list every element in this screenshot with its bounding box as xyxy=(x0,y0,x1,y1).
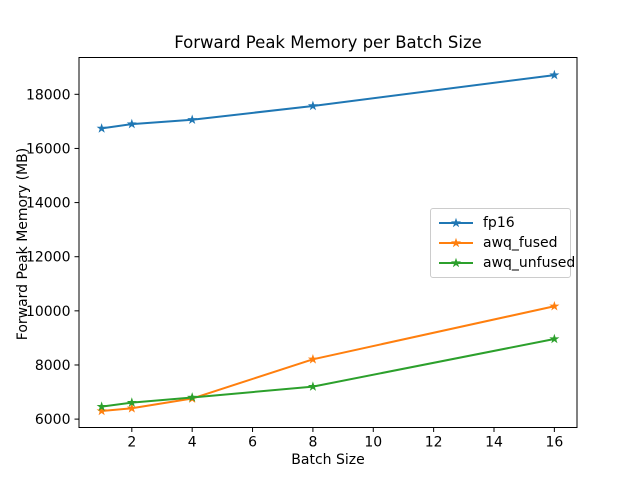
data-point-marker-fp16 xyxy=(96,123,107,133)
legend-label: awq_unfused xyxy=(483,255,576,271)
legend-line-sample xyxy=(439,257,473,268)
x-tick-label: 2 xyxy=(127,435,136,451)
data-point-marker-awq_unfused xyxy=(126,397,137,407)
data-point-marker-awq_unfused xyxy=(549,333,560,344)
data-point-marker-awq_unfused xyxy=(307,381,318,391)
legend-item-fp16: fp16 xyxy=(438,213,562,233)
legend-star-marker xyxy=(450,237,462,248)
data-point-marker-awq_fused xyxy=(307,353,318,364)
legend-line-sample xyxy=(439,237,473,248)
y-tick-label: 8000 xyxy=(35,358,71,374)
y-tick-label: 18000 xyxy=(26,87,71,103)
legend-star-marker xyxy=(450,257,462,268)
legend-star-marker xyxy=(450,217,462,228)
chart-title: Forward Peak Memory per Batch Size xyxy=(174,33,482,52)
legend-label: fp16 xyxy=(483,215,515,231)
legend-line-sample xyxy=(439,217,473,228)
x-tick-label: 4 xyxy=(188,435,197,451)
data-point-marker-awq_fused xyxy=(96,405,107,416)
x-tick-label: 12 xyxy=(425,435,443,451)
y-tick-label: 12000 xyxy=(26,250,71,266)
x-tick-label: 8 xyxy=(308,435,317,451)
x-tick-label: 6 xyxy=(248,435,257,451)
data-point-marker-awq_fused xyxy=(549,300,560,311)
y-tick-label: 16000 xyxy=(26,141,71,157)
y-tick-label: 6000 xyxy=(35,412,71,428)
data-point-marker-fp16 xyxy=(126,118,137,129)
legend: fp16 awq_fused awq_unfused xyxy=(430,208,575,278)
data-point-marker-fp16 xyxy=(307,100,318,111)
data-point-marker-awq_fused xyxy=(126,402,137,413)
x-axis-label: Batch Size xyxy=(291,452,365,468)
x-tick-label: 14 xyxy=(485,435,503,451)
data-point-marker-fp16 xyxy=(187,114,198,125)
y-tick-label: 10000 xyxy=(26,304,71,320)
y-tick-label: 14000 xyxy=(26,196,71,212)
x-tick-label: 16 xyxy=(545,435,563,451)
data-point-marker-awq_unfused xyxy=(96,401,107,411)
legend-item-awq_fused: awq_fused xyxy=(438,233,562,253)
data-point-marker-fp16 xyxy=(549,69,560,80)
legend-item-awq_unfused: awq_unfused xyxy=(438,253,575,273)
data-point-marker-awq_unfused xyxy=(187,392,198,402)
legend-label: awq_fused xyxy=(483,235,558,251)
x-tick-label: 10 xyxy=(364,435,382,451)
